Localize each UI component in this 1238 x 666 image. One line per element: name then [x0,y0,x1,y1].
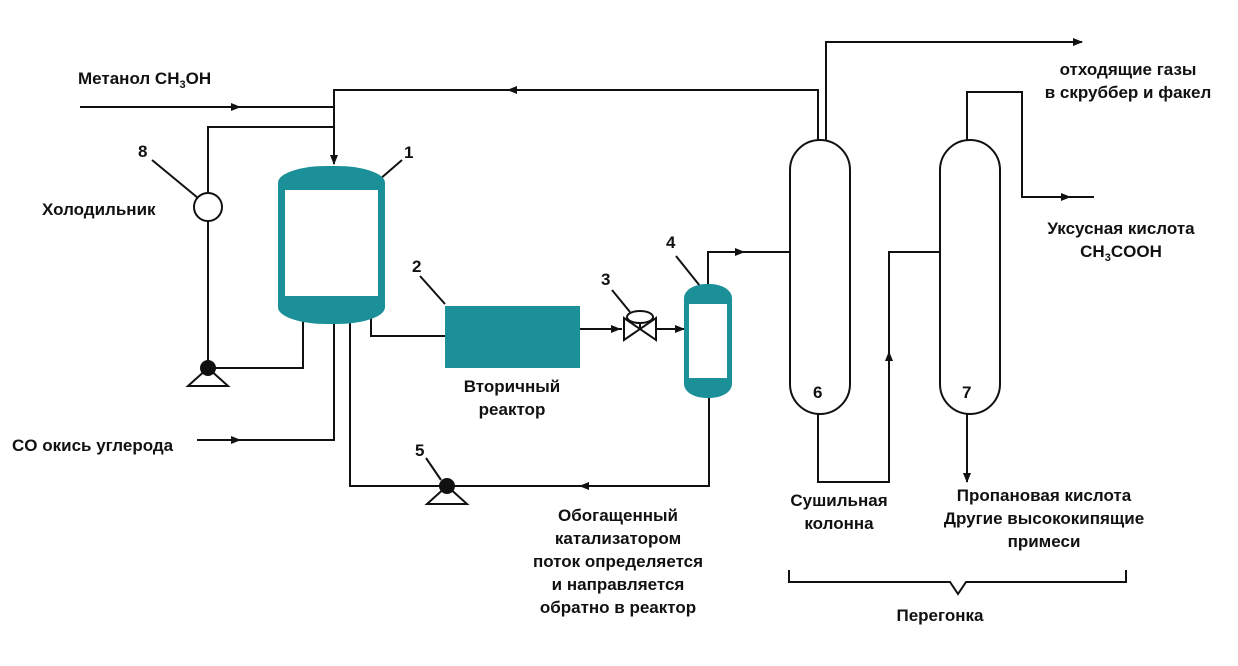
leader-5 [425,457,442,481]
main-reactor [278,166,385,324]
cooler-label: Холодильник [42,200,156,219]
reactor-to-secondary-line [370,318,445,337]
catalyst-label-2: катализатором [555,529,681,548]
drying-column-label-2: колонна [804,514,874,533]
number-8: 8 [138,142,147,161]
co-label: CO окись углерода [12,436,174,455]
secondary-reactor-label-1: Вторичный [464,377,560,396]
leader-3 [611,289,631,313]
number-3: 3 [601,270,610,289]
leader-4 [675,255,701,287]
secondary-reactor-label-2: реактор [479,400,546,419]
acetic-acid-line [966,91,1094,198]
column6-to-column7-line [817,251,940,483]
leader-8 [151,159,199,199]
propanoic-label-1: Пропановая кислота [957,486,1132,505]
cooler [193,192,223,222]
acetic-label-2: CH3COOH [1080,242,1162,264]
pump8-to-reactor-line [208,320,304,369]
propanoic-label-2: Другие высококипящие [944,509,1144,528]
distillation-column [939,139,1001,415]
distillation-brace [788,570,1127,596]
number-2: 2 [412,257,421,276]
distillation-label: Перегонка [897,606,985,625]
methanol-label: Метанол CH3OH [78,69,211,91]
catalyst-recycle-line [349,322,710,487]
drying-column-label-1: Сушильная [790,491,887,510]
drying-column [789,139,851,415]
propanoic-label-3: примеси [1008,532,1081,551]
pump-cooler [185,360,231,387]
offgas-label-1: отходящие газы [1060,60,1197,79]
number-5: 5 [415,441,424,460]
co-feed-line [197,322,335,441]
secondary-reactor [445,306,580,368]
number-4: 4 [666,233,676,252]
flash-vessel [684,284,732,398]
cooler-loop-line [207,126,334,193]
acetic-label-1: Уксусная кислота [1047,219,1195,238]
offgas-label-2: в скруббер и факел [1045,83,1212,102]
pump-5 [424,478,470,505]
number-7: 7 [962,383,971,402]
catalyst-label-5: обратно в реактор [540,598,696,617]
flash-to-column6-line [707,251,790,284]
catalyst-label-3: поток определяется [533,552,703,571]
offgas-line [825,41,1082,140]
catalyst-label-1: Обогащенный [558,506,678,525]
catalyst-label-4: и направляется [552,575,685,594]
number-1: 1 [404,143,413,162]
number-6: 6 [813,383,822,402]
leader-2 [419,275,446,305]
control-valve [623,310,657,342]
